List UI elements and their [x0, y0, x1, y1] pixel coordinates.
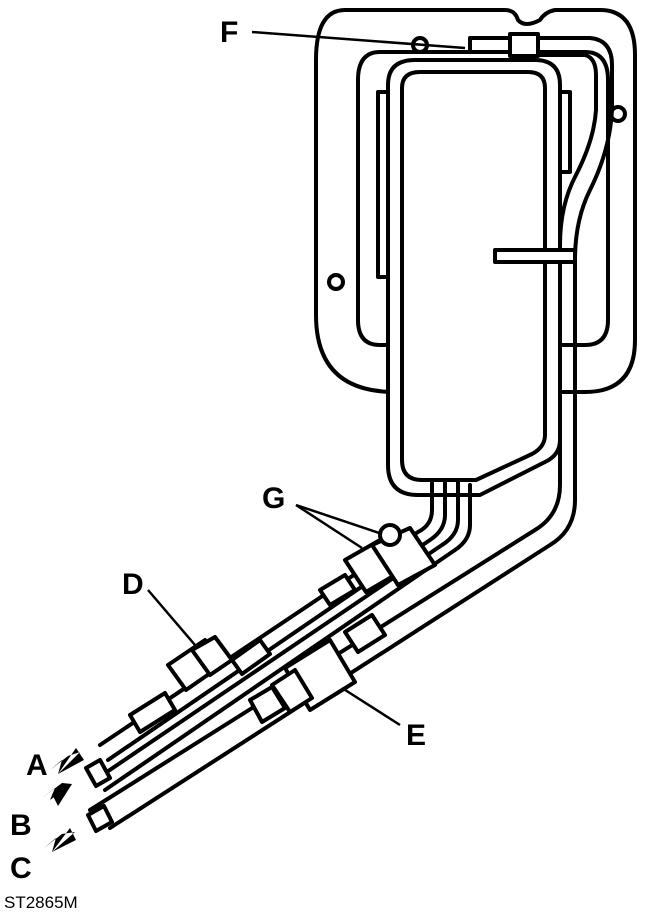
return-pipe-outer	[108, 36, 614, 830]
label-g: G	[262, 482, 285, 515]
retaining-strap	[493, 248, 577, 264]
leader-d	[147, 589, 196, 646]
arrow-b	[42, 783, 72, 806]
label-d: D	[122, 568, 144, 601]
leader-g-1	[295, 503, 363, 550]
label-a: A	[26, 749, 48, 782]
canister	[386, 58, 562, 497]
plate-recess	[356, 50, 610, 347]
line-2-outer	[93, 480, 460, 782]
pipe-end-c	[86, 804, 114, 833]
pipe-end-a	[84, 758, 112, 788]
label-c: C	[10, 852, 32, 885]
leader-g-2	[295, 503, 383, 536]
return-pipe-inner	[88, 53, 598, 812]
line-2-inner	[103, 483, 472, 792]
top-fitting-collar	[468, 36, 512, 54]
label-b: B	[10, 809, 32, 842]
mounting-plate	[314, 8, 637, 394]
leader-e	[341, 686, 401, 727]
leader-f	[251, 30, 466, 50]
canister-inner	[400, 70, 547, 482]
label-e: E	[406, 719, 426, 752]
arrow-c	[44, 828, 76, 852]
top-fitting	[508, 32, 540, 58]
arrow-a	[50, 748, 84, 774]
connector-e	[248, 613, 387, 724]
connector-g	[343, 523, 437, 594]
connector-d	[128, 573, 357, 734]
figure-code: ST2865M	[4, 893, 78, 912]
line-1-inner	[106, 478, 447, 762]
mounting-hole-1	[327, 273, 345, 291]
label-f: F	[220, 16, 238, 49]
line-1-outer	[98, 478, 434, 747]
